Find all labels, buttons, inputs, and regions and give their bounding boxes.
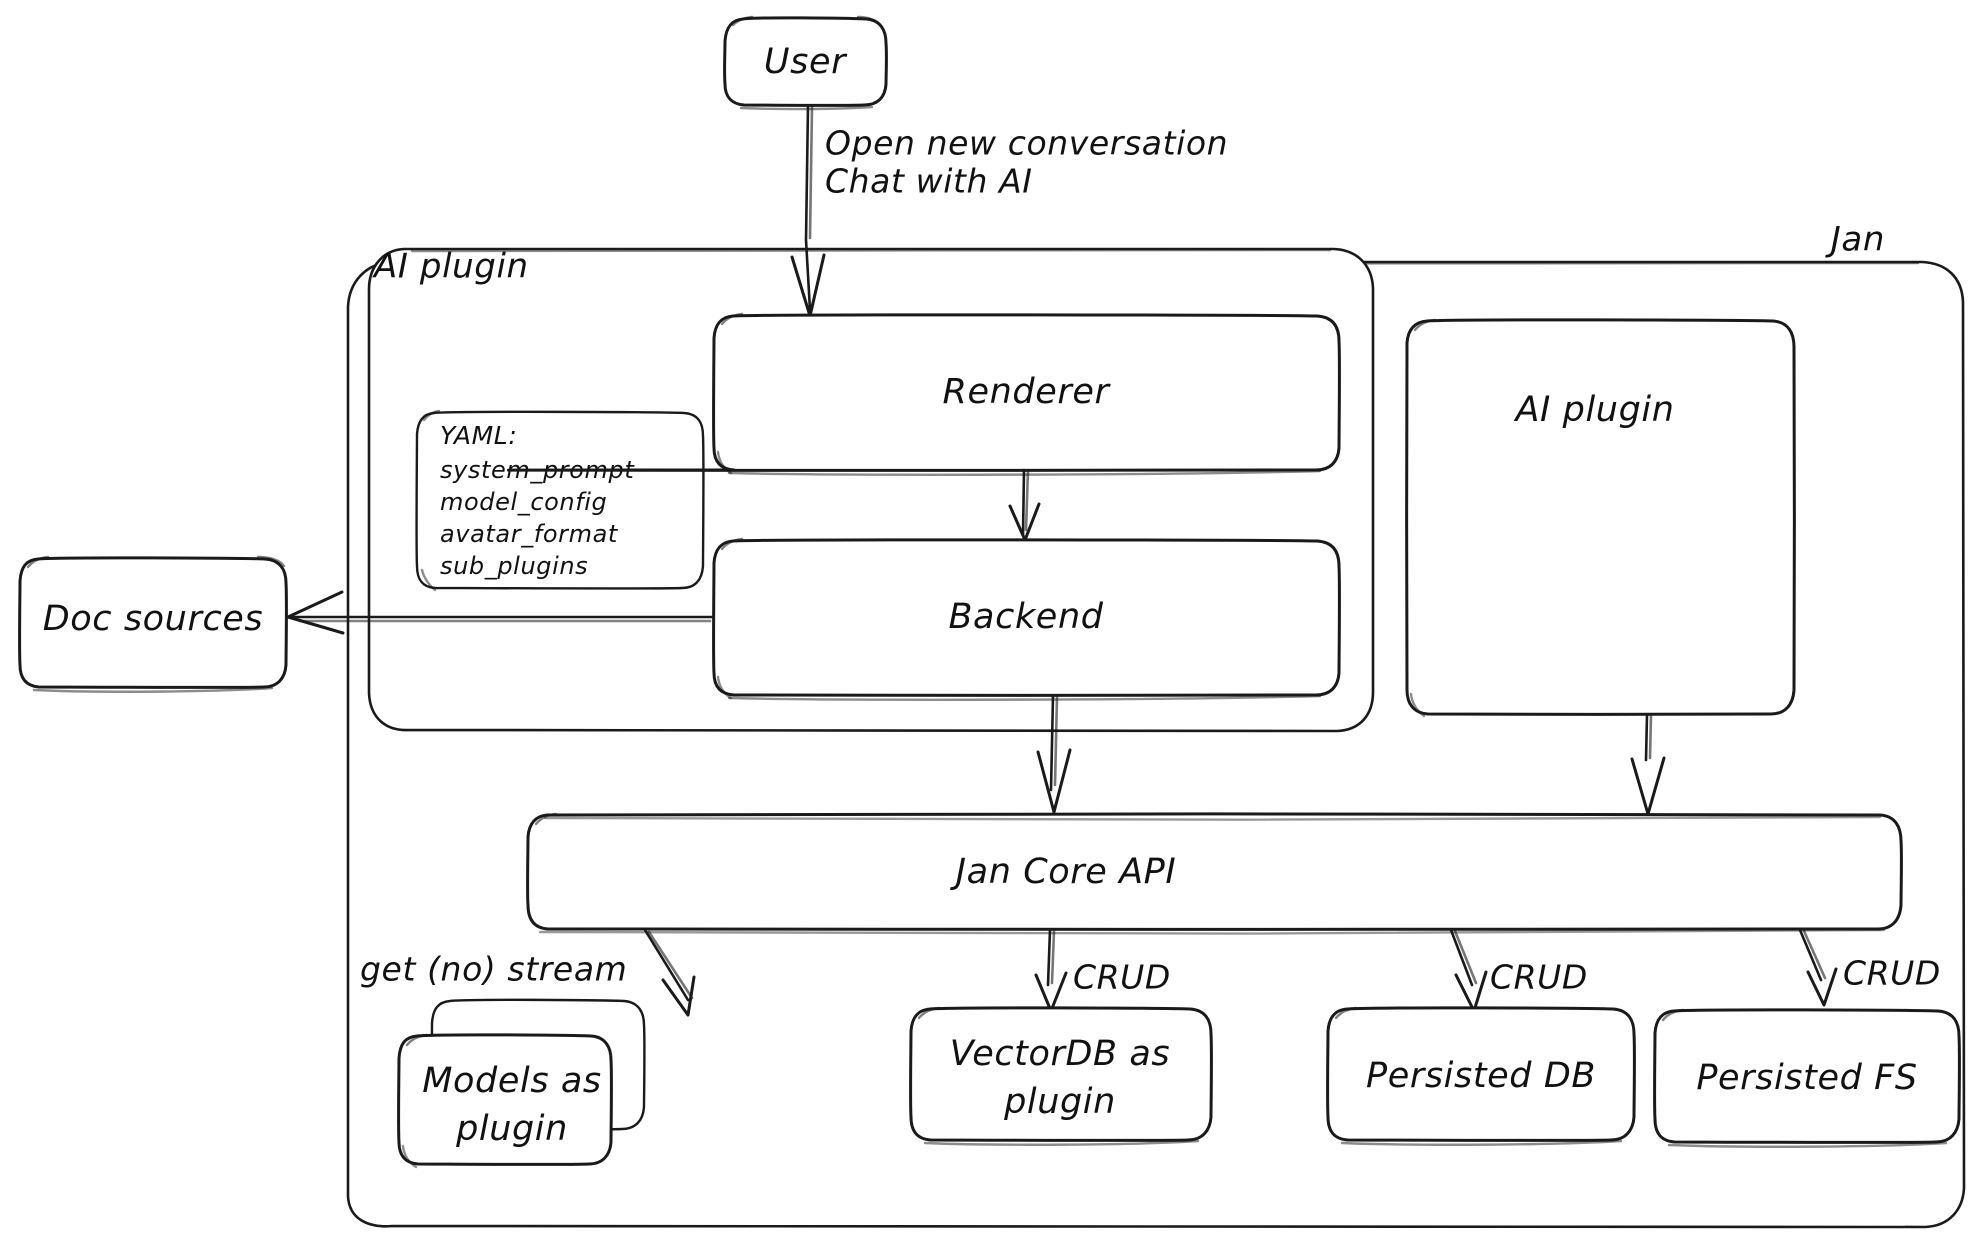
node-jan-core-api-label: Jan Core API bbox=[950, 852, 1177, 892]
group-ai-plugin-label: AI plugin bbox=[372, 247, 529, 287]
node-models-plugin-label-line2: plugin bbox=[455, 1109, 568, 1149]
node-vectordb-plugin-label-line1: VectorDB as bbox=[950, 1034, 1171, 1074]
node-persisted-db-label: Persisted DB bbox=[1366, 1056, 1596, 1096]
edge-user-to-renderer-label-line2: Chat with AI bbox=[825, 162, 1033, 201]
edge-core-to-persisted-fs-label: CRUD bbox=[1843, 954, 1941, 993]
edge-user-to-renderer: Open new conversation Chat with AI bbox=[790, 104, 1228, 318]
edge-core-to-persisted-db-label: CRUD bbox=[1490, 958, 1588, 997]
edge-core-to-models: get (no) stream bbox=[360, 928, 696, 1017]
edge-core-to-persisted-fs: CRUD bbox=[1798, 928, 1941, 1007]
node-renderer-label: Renderer bbox=[943, 372, 1112, 412]
node-doc-sources[interactable]: Doc sources bbox=[18, 555, 288, 693]
node-models-plugin[interactable]: Models as plugin bbox=[397, 998, 646, 1169]
node-yaml-note[interactable]: YAML: system_prompt model_config avatar_… bbox=[415, 409, 705, 592]
node-yaml-note-line-3: sub_plugins bbox=[440, 552, 588, 580]
node-vectordb-plugin[interactable]: VectorDB as plugin bbox=[909, 1006, 1213, 1146]
node-yaml-note-line-1: model_config bbox=[440, 488, 607, 516]
node-doc-sources-label: Doc sources bbox=[43, 599, 264, 639]
node-jan-core-api[interactable]: Jan Core API bbox=[526, 812, 1903, 935]
node-persisted-db[interactable]: Persisted DB bbox=[1326, 1006, 1636, 1146]
node-renderer[interactable]: Renderer bbox=[506, 312, 1341, 476]
node-backend[interactable]: Backend bbox=[712, 537, 1341, 701]
node-persisted-fs-label: Persisted FS bbox=[1696, 1058, 1917, 1098]
node-yaml-note-line-2: avatar_format bbox=[440, 520, 619, 548]
node-user[interactable]: User bbox=[723, 15, 888, 111]
node-yaml-note-heading: YAML: bbox=[440, 421, 517, 450]
edge-user-to-renderer-label-line1: Open new conversation bbox=[825, 124, 1228, 163]
node-user-label: User bbox=[764, 42, 848, 82]
edge-backend-to-doc-sources bbox=[286, 590, 714, 635]
node-vectordb-plugin-label-line2: plugin bbox=[1003, 1082, 1116, 1122]
edge-core-to-vectordb-label: CRUD bbox=[1073, 958, 1171, 997]
edge-backend-to-core bbox=[1036, 694, 1072, 814]
node-models-plugin-label-line1: Models as bbox=[422, 1061, 602, 1101]
edge-core-to-models-label: get (no) stream bbox=[360, 950, 627, 989]
node-ai-plugin-right-label: AI plugin bbox=[1513, 390, 1674, 430]
edge-core-to-vectordb: CRUD bbox=[1034, 928, 1171, 1013]
node-ai-plugin-right[interactable]: AI plugin bbox=[1405, 318, 1796, 718]
node-persisted-fs[interactable]: Persisted FS bbox=[1653, 1008, 1961, 1148]
group-jan-label: Jan bbox=[1825, 220, 1885, 260]
node-backend-label: Backend bbox=[948, 597, 1103, 637]
